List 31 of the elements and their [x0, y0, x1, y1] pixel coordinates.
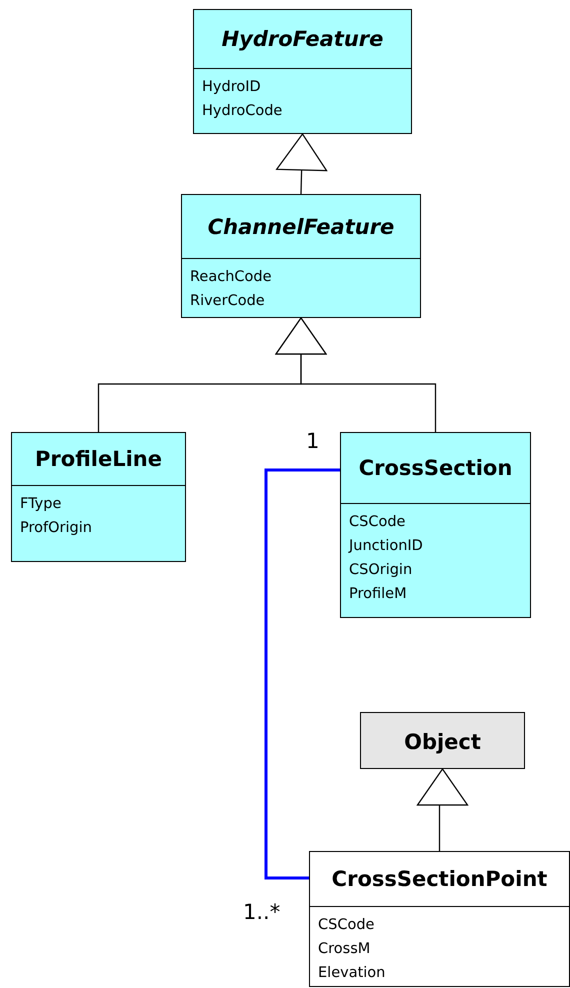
attribute-name: Elevation	[318, 964, 386, 983]
attribute-name: CrossM	[318, 940, 372, 959]
class-name: HydroFeature	[222, 27, 384, 51]
multiplicity-label: 1..*	[243, 900, 280, 924]
attribute-name: CSOrigin	[349, 561, 414, 580]
attribute-name: RiverCode	[190, 292, 266, 311]
class-box	[193, 9, 412, 134]
attribute-name: CSCode	[318, 916, 376, 935]
class-name: ChannelFeature	[208, 214, 394, 238]
class-box	[11, 432, 186, 562]
attribute-name: JunctionID	[349, 537, 424, 556]
attribute-name: ProfOrigin	[20, 519, 93, 538]
class-box	[309, 851, 570, 987]
attribute-name: FType	[20, 495, 62, 514]
multiplicity-label: 1	[306, 429, 320, 453]
class-box	[181, 194, 421, 318]
class-box	[360, 712, 525, 769]
attribute-name: HydroCode	[202, 102, 284, 121]
attribute-name: HydroID	[202, 78, 262, 97]
generalization-arrow	[275, 317, 436, 432]
class-name: ProfileLine	[35, 447, 162, 471]
class-box	[340, 432, 531, 618]
generalization-arrow	[416, 768, 468, 851]
class-name: CrossSection	[358, 456, 512, 480]
class-name: Object	[404, 730, 481, 754]
attribute-name: CSCode	[349, 513, 406, 532]
generalization-arrow	[276, 133, 328, 194]
class-name: CrossSectionPoint	[332, 867, 548, 891]
attribute-name: ProfileM	[349, 585, 408, 604]
association-line	[264, 468, 340, 880]
attribute-name: ReachCode	[190, 268, 273, 287]
